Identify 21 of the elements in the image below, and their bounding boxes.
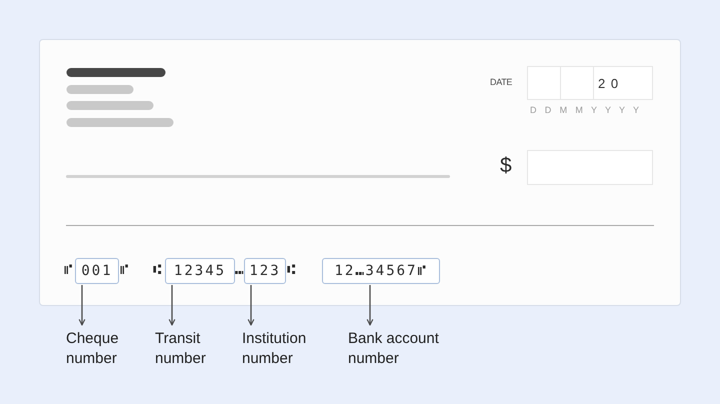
callout-label: Bank account number — [348, 329, 460, 369]
currency-sign: $ — [500, 154, 513, 178]
leader-arrow — [78, 285, 86, 326]
micr-code-box: 123 — [244, 258, 286, 284]
leader-arrow — [248, 285, 254, 326]
micr-symbol: ⑆ — [287, 261, 295, 280]
micr-code-box: 12345 — [165, 258, 235, 284]
micr-code-box: 12⑉34567⑈ — [322, 258, 440, 284]
leader-arrow — [366, 285, 374, 326]
callout-label: Cheque number — [66, 329, 138, 369]
date-label: DATE — [490, 77, 514, 87]
date-field: 2 0 — [527, 66, 653, 100]
micr-code-box: 001 — [75, 258, 119, 284]
callout-label: Institution number — [242, 329, 330, 369]
micr-symbol: ⑆ — [153, 261, 161, 280]
date-format-hint: D D M M Y Y Y Y — [530, 105, 643, 115]
micr-symbol: ⑉ — [235, 261, 243, 280]
callout-label: Transit number — [155, 329, 227, 369]
leader-arrow — [168, 285, 176, 326]
micr-symbol: ⑈ — [120, 261, 128, 280]
micr-symbol: ⑈ — [64, 261, 72, 280]
